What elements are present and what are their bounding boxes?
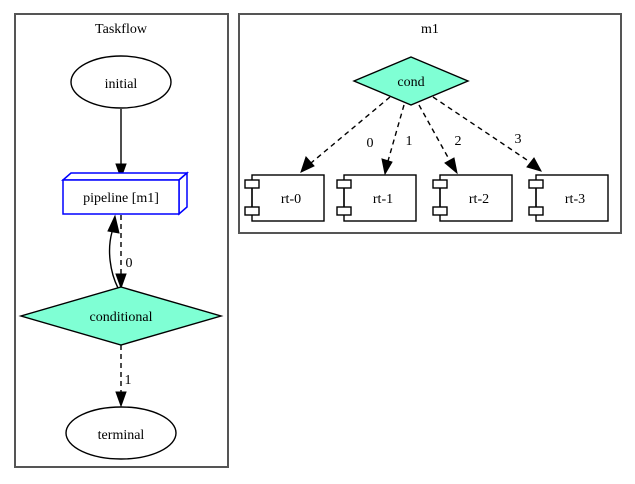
edge-pipeline-conditional-label: 0 (126, 256, 133, 271)
node-terminal[interactable]: terminal (65, 406, 177, 460)
edge-cond-rt2-line (418, 104, 451, 162)
node-initial-ellipse[interactable] (70, 55, 172, 109)
node-rt-1[interactable]: rt-1 (336, 174, 417, 222)
cluster-m1: m1 (238, 13, 622, 234)
cluster-taskflow-border (14, 13, 229, 468)
edge-pipeline-conditional-arrowhead (115, 273, 127, 290)
node-rt-2[interactable]: rt-2 (432, 174, 513, 222)
cluster-m1-border (238, 13, 622, 234)
edge-conditional-terminal-arrowhead (115, 391, 127, 408)
node-rt-0-tab-top (244, 179, 260, 189)
node-pipeline-label: pipeline [m1] (83, 191, 159, 206)
edge-cond-to-rt-3: 3 (432, 96, 543, 172)
node-cond-label: cond (397, 75, 424, 90)
node-rt-1-body[interactable] (343, 174, 417, 222)
node-rt-3[interactable]: rt-3 (528, 174, 609, 222)
node-terminal-ellipse[interactable] (65, 406, 177, 460)
edge-cond-rt3-label: 3 (515, 132, 522, 147)
cluster-taskflow: Taskflow (14, 13, 229, 468)
node-pipeline[interactable]: pipeline [m1] (61, 171, 189, 216)
node-initial-label: initial (105, 77, 138, 92)
edge-conditional-terminal-label: 1 (125, 373, 132, 388)
edge-cond-rt1-label: 1 (406, 134, 413, 149)
edge-conditional-to-terminal: 1 (115, 345, 132, 408)
edge-cond-rt0-arrowhead (300, 156, 315, 173)
node-terminal-label: terminal (98, 428, 145, 443)
node-rt-2-label: rt-2 (469, 192, 489, 207)
edge-cond-to-rt-0: 0 (300, 96, 391, 173)
node-pipeline-top-face (61, 172, 189, 181)
node-initial[interactable]: initial (70, 55, 172, 109)
node-rt-2-tab-top (432, 179, 448, 189)
edge-conditional-to-pipeline (107, 214, 120, 289)
node-rt-3-body[interactable] (535, 174, 609, 222)
node-rt-1-tab-top (336, 179, 352, 189)
edge-cond-to-rt-1: 1 (381, 104, 413, 176)
cluster-taskflow-title: Taskflow (95, 22, 148, 37)
node-rt-3-label: rt-3 (565, 192, 585, 207)
edge-cond-rt0-label: 0 (367, 136, 374, 151)
edge-cond-rt0-line (310, 96, 391, 164)
edge-conditional-pipeline-arrowhead (107, 214, 120, 234)
node-rt-0-body[interactable] (251, 174, 325, 222)
edge-conditional-pipeline-line (108, 231, 119, 289)
edge-initial-to-pipeline (115, 109, 127, 180)
node-rt-3-tab-top (528, 179, 544, 189)
edge-cond-rt1-line (387, 104, 405, 162)
edge-cond-rt1-arrowhead (381, 158, 393, 176)
node-cond[interactable]: cond (352, 56, 470, 106)
edge-pipeline-to-conditional: 0 (115, 215, 133, 290)
node-rt-0[interactable]: rt-0 (244, 174, 325, 222)
node-conditional-label: conditional (90, 310, 153, 325)
node-rt-2-tab-bottom (432, 206, 448, 216)
node-pipeline-front-face[interactable] (62, 179, 180, 215)
node-conditional[interactable]: conditional (18, 286, 224, 346)
node-rt-0-label: rt-0 (281, 192, 301, 207)
node-pipeline-side-face (178, 171, 188, 216)
node-rt-1-label: rt-1 (373, 192, 393, 207)
cluster-m1-title: m1 (421, 22, 439, 37)
edge-cond-rt3-line (432, 96, 531, 163)
edge-initial-pipeline-arrowhead (115, 163, 127, 180)
edge-cond-rt3-arrowhead (526, 157, 543, 172)
edge-cond-rt2-arrowhead (444, 157, 458, 175)
edge-cond-to-rt-2: 2 (418, 104, 462, 175)
node-rt-3-tab-bottom (528, 206, 544, 216)
node-cond-diamond[interactable] (352, 56, 470, 106)
node-rt-0-tab-bottom (244, 206, 260, 216)
node-rt-1-tab-bottom (336, 206, 352, 216)
edge-cond-rt2-label: 2 (455, 134, 462, 149)
